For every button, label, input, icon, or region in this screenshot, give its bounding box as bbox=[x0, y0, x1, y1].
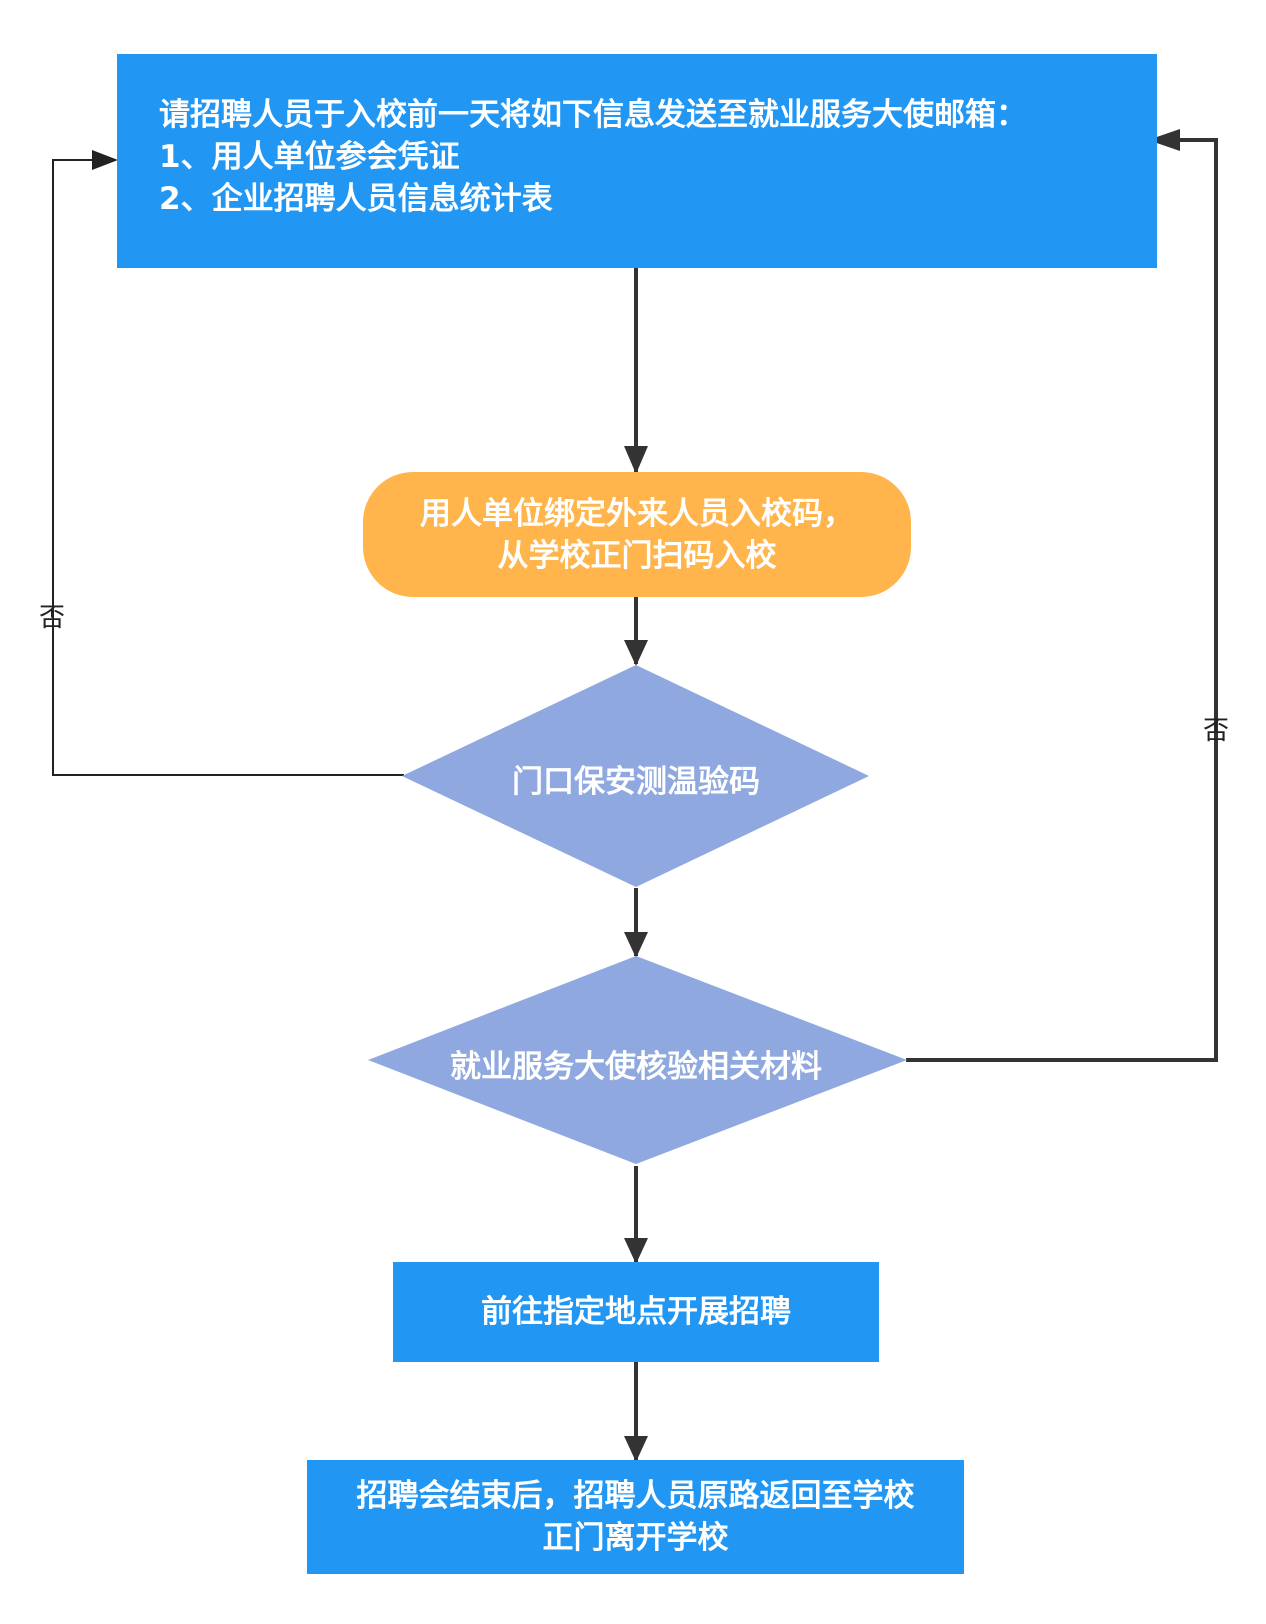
go-recruit-box: 前往指定地点开展招聘 bbox=[393, 1262, 879, 1362]
no-label-right: 否 bbox=[1203, 716, 1230, 746]
ambassador-check-label: 就业服务大使核验相关材料 bbox=[450, 1049, 822, 1085]
arrowhead-security-to-ambassador bbox=[624, 932, 648, 958]
leave-line-1: 招聘会结束后，招聘人员原路返回至学校 bbox=[356, 1478, 915, 1514]
notice-box: 请招聘人员于入校前一天将如下信息发送至就业服务大使邮箱： 1、用人单位参会凭证 … bbox=[117, 54, 1157, 268]
notice-line-2: 1、用人单位参会凭证 bbox=[159, 139, 460, 175]
arrowhead-recruit-to-leave bbox=[624, 1436, 648, 1462]
leave-line-2: 正门离开学校 bbox=[542, 1520, 729, 1556]
no-label-left: 否 bbox=[39, 603, 66, 633]
arrowhead-notice-to-bind bbox=[624, 446, 648, 474]
arrowhead-security-no-loop bbox=[92, 150, 118, 170]
ambassador-check-diamond bbox=[368, 956, 907, 1164]
arrow-security-no-loop bbox=[52, 159, 404, 776]
notice-line-3: 2、企业招聘人员信息统计表 bbox=[159, 181, 553, 217]
arrowhead-ambassador-to-recruit bbox=[624, 1238, 648, 1264]
arrowhead-bind-to-security bbox=[624, 640, 648, 666]
bind-code-line-1: 用人单位绑定外来人员入校码， bbox=[420, 496, 854, 532]
arrowhead-ambassador-no-loop bbox=[1148, 129, 1180, 151]
arrow-ambassador-no-loop bbox=[906, 138, 1218, 1062]
bind-code-box: 用人单位绑定外来人员入校码， 从学校正门扫码入校 bbox=[363, 472, 911, 597]
security-check-diamond bbox=[402, 665, 869, 887]
bind-code-line-2: 从学校正门扫码入校 bbox=[497, 538, 777, 574]
leave-box: 招聘会结束后，招聘人员原路返回至学校 正门离开学校 bbox=[307, 1460, 964, 1574]
security-check-label: 门口保安测温验码 bbox=[512, 764, 760, 800]
go-recruit-label: 前往指定地点开展招聘 bbox=[481, 1294, 791, 1330]
notice-line-1: 请招聘人员于入校前一天将如下信息发送至就业服务大使邮箱： bbox=[159, 97, 1027, 133]
